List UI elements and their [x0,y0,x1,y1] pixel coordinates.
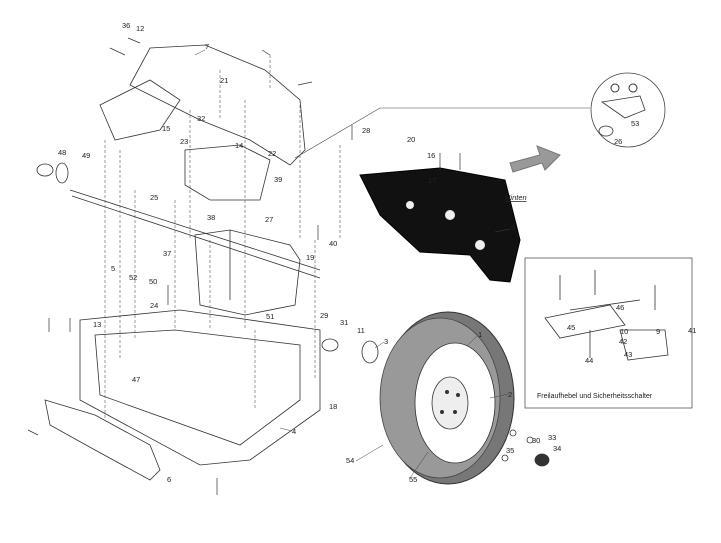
callout-13: 13 [93,320,101,329]
callout-47: 47 [132,375,140,384]
callout-50: 50 [149,277,157,286]
callout-29: 29 [320,311,328,320]
callout-34: 34 [553,444,561,453]
callout-28: 28 [362,126,370,135]
callout-9: 9 [656,327,660,336]
callout-16: 16 [427,151,435,160]
callout-41: 41 [688,326,696,335]
direction-arrow-icon [509,145,561,173]
callout-49: 49 [82,151,90,160]
callout-32: 32 [197,114,205,123]
callout-2: 2 [508,390,512,399]
callout-25: 25 [150,193,158,202]
callout-21: 21 [220,76,228,85]
callout-30: 30 [532,436,540,445]
wheel-assembly [379,311,515,485]
callout-7: 7 [205,42,209,51]
callout-numbers: 1 2 3 4 5 6 7 8 9 10 11 12 13 14 15 16 1… [58,21,696,484]
callout-1: 1 [478,330,482,339]
callout-4: 4 [292,427,296,436]
callout-10: 10 [620,327,628,336]
callout-8: 8 [511,223,515,232]
callout-31: 31 [340,318,348,327]
callout-18: 18 [329,402,337,411]
callout-12: 12 [136,24,144,33]
callout-43: 43 [624,350,632,359]
callout-15: 15 [162,124,170,133]
wheel-fastener-parts [501,429,550,467]
direction-label: Hinten [505,193,527,202]
callout-33: 33 [548,433,556,442]
callout-37: 37 [163,249,171,258]
hardware-bolts [27,37,461,495]
callout-19: 19 [306,253,314,262]
callout-17: 17 [428,176,436,185]
callout-3: 3 [384,337,388,346]
callout-44: 44 [585,356,593,365]
callout-20: 20 [407,135,415,144]
callout-11: 11 [357,326,365,335]
callout-14: 14 [235,141,243,150]
dashed-assembly-guides [104,55,341,420]
callout-45: 45 [567,323,575,332]
callout-27: 27 [265,215,273,224]
callout-26: 26 [614,137,622,146]
callout-51: 51 [266,312,274,321]
lever-detail-callout [294,72,666,159]
callout-40: 40 [329,239,337,248]
callout-38: 38 [207,213,215,222]
callout-6: 6 [167,475,171,484]
callout-46: 46 [616,303,624,312]
callout-52: 52 [129,273,137,282]
callout-48: 48 [58,148,66,157]
leader-lines [194,49,511,479]
inset-caption: Freilaufhebel und Sicherheitsschalter [537,393,653,400]
callout-53: 53 [631,119,639,128]
callout-42: 42 [619,337,627,346]
callout-35: 35 [506,446,514,455]
callout-39: 39 [274,175,282,184]
callout-54: 54 [346,456,354,465]
counterweight [359,167,521,283]
main-chassis-frame [36,44,379,481]
callout-55: 55 [409,475,417,484]
callout-24: 24 [150,301,158,310]
callout-36: 36 [122,21,130,30]
lever-switch-inset [524,257,693,409]
callout-22: 22 [268,149,276,158]
callout-23: 23 [180,137,188,146]
callout-5: 5 [111,264,115,273]
